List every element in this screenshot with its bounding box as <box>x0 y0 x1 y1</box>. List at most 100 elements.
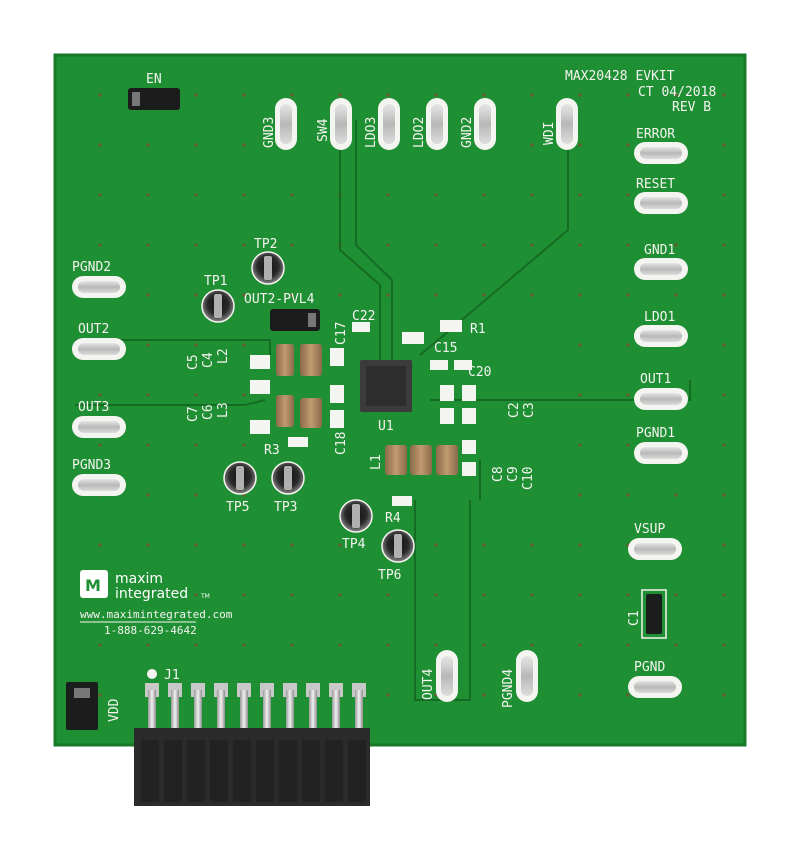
vdd-label: VDD <box>107 698 122 722</box>
via <box>434 93 438 97</box>
j1-pin <box>355 690 363 735</box>
vdd-jumper-pin <box>74 688 90 698</box>
pgnd2-pad[interactable] <box>72 276 126 298</box>
via <box>722 493 726 497</box>
ldo1-pad[interactable] <box>634 325 688 347</box>
via <box>338 293 342 297</box>
via <box>722 393 726 397</box>
tp1-testpoint[interactable] <box>201 289 235 323</box>
via <box>386 693 390 697</box>
via <box>674 93 678 97</box>
pcb-traces <box>75 120 691 701</box>
vsup-label: VSUP <box>634 522 665 537</box>
via <box>194 643 198 647</box>
j1-connector-ribs <box>141 740 366 802</box>
via <box>578 343 582 347</box>
pgnd3-pad[interactable] <box>72 474 126 496</box>
via <box>242 193 246 197</box>
u1-ic[interactable] <box>360 360 412 412</box>
tp6-label: TP6 <box>378 568 401 583</box>
en-jumper[interactable] <box>128 88 180 110</box>
pgnd4-pad[interactable] <box>516 650 538 702</box>
tp2-testpoint[interactable] <box>251 251 285 285</box>
via <box>386 93 390 97</box>
via <box>194 393 198 397</box>
pgnd1-pad[interactable] <box>634 442 688 464</box>
pgnd-pad[interactable] <box>628 676 682 698</box>
via <box>626 243 630 247</box>
via <box>530 293 534 297</box>
ldo3-pad[interactable] <box>378 98 400 150</box>
gnd3-label: GND3 <box>262 117 277 148</box>
via <box>146 593 150 597</box>
out2-pvl4-jumper[interactable] <box>270 309 320 331</box>
sw4-pad[interactable] <box>330 98 352 150</box>
gnd2-pad[interactable] <box>474 98 496 150</box>
gnd1-pad[interactable] <box>634 258 688 280</box>
via <box>194 443 198 447</box>
maxim-phone: 1-888-629-4642 <box>104 624 197 637</box>
j1-rib <box>279 740 297 802</box>
tp6-testpoint[interactable] <box>381 529 415 563</box>
via <box>98 193 102 197</box>
c15-label: C15 <box>434 341 457 356</box>
tp3-testpoint[interactable] <box>271 461 305 495</box>
maxim-tm: TM <box>200 593 210 600</box>
reset-label: RESET <box>636 177 675 192</box>
via <box>530 543 534 547</box>
via <box>98 543 102 547</box>
vsup-pad[interactable] <box>628 538 682 560</box>
via <box>290 643 294 647</box>
pcb-edge <box>53 53 747 747</box>
error-pad[interactable] <box>634 142 688 164</box>
via <box>530 93 534 97</box>
maxim-logo: M maxim integrated TM www.maximintegrate… <box>80 570 233 637</box>
via <box>386 293 390 297</box>
tp5-testpoint[interactable] <box>223 461 257 495</box>
via <box>482 693 486 697</box>
via <box>578 543 582 547</box>
via <box>146 343 150 347</box>
c20-label: C20 <box>468 365 491 380</box>
via <box>290 293 294 297</box>
via <box>194 243 198 247</box>
tp4-testpoint[interactable] <box>339 499 373 533</box>
via <box>578 143 582 147</box>
via <box>434 543 438 547</box>
c1-label: C1 <box>627 610 642 626</box>
via <box>194 93 198 97</box>
out1-pad[interactable] <box>634 388 688 410</box>
via <box>674 293 678 297</box>
via <box>578 193 582 197</box>
via <box>722 343 726 347</box>
via <box>290 543 294 547</box>
en-label: EN <box>146 72 162 87</box>
via <box>290 243 294 247</box>
via <box>578 643 582 647</box>
top-header-pads <box>275 98 578 150</box>
ldo2-pad[interactable] <box>426 98 448 150</box>
via <box>98 393 102 397</box>
via <box>626 193 630 197</box>
tp1-label: TP1 <box>204 274 227 289</box>
out4-pad[interactable] <box>436 650 458 702</box>
via <box>578 693 582 697</box>
via <box>98 243 102 247</box>
out2-pad[interactable] <box>72 338 126 360</box>
out3-pad[interactable] <box>72 416 126 438</box>
l3-label: L3 <box>216 402 231 418</box>
via <box>386 243 390 247</box>
via <box>722 693 726 697</box>
via <box>146 543 150 547</box>
j1-rib <box>187 740 205 802</box>
via <box>578 293 582 297</box>
via <box>482 243 486 247</box>
out4-label: OUT4 <box>421 669 436 700</box>
via <box>242 243 246 247</box>
via <box>194 343 198 347</box>
wdi-pad[interactable] <box>556 98 578 150</box>
gnd3-pad[interactable] <box>275 98 297 150</box>
reset-pad[interactable] <box>634 192 688 214</box>
via <box>194 293 198 297</box>
r1-label: R1 <box>470 322 486 337</box>
